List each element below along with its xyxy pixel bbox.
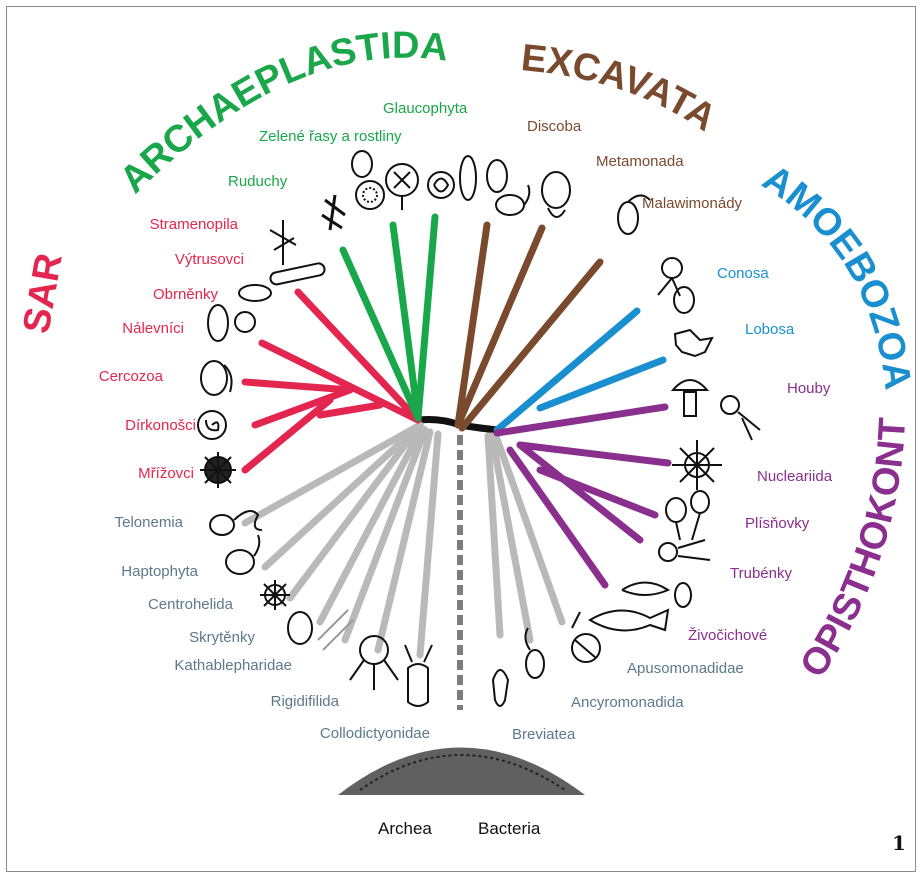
excavata-branches [454, 221, 604, 432]
organism-icon [524, 627, 545, 679]
taxon-label: Centrohelida [148, 596, 234, 613]
root-sediment [338, 747, 585, 795]
figure-number: 1 [892, 831, 906, 855]
organism-icon [657, 257, 695, 314]
taxon-label: Plísňovky [745, 515, 810, 532]
group-label-sar: SAR [16, 250, 71, 336]
organism-icon [209, 510, 263, 536]
organism-icons [197, 150, 761, 707]
taxon-label: Ruduchy [228, 173, 288, 190]
left-grey-branches [241, 421, 442, 659]
organism-icon [269, 220, 326, 286]
organism-icon [495, 184, 531, 216]
organism-icon [658, 539, 711, 562]
organism-icon [385, 163, 419, 210]
taxon-label: Collodictyonidae [320, 725, 430, 742]
organism-icon [588, 581, 692, 632]
taxon-label: Haptophyta [121, 563, 198, 580]
organism-icon [672, 440, 722, 490]
taxon-label: Nucleariida [757, 468, 833, 485]
taxon-label: Lobosa [745, 321, 795, 338]
taxon-label: Obrněnky [153, 286, 219, 303]
organism-icon [541, 171, 571, 218]
taxon-label: Kathablepharidae [174, 657, 292, 674]
amoebozoa-branches [493, 307, 667, 434]
organism-icon [200, 360, 233, 396]
base-label-bacteria: Bacteria [478, 819, 541, 838]
taxon-label: Zelené řasy a rostliny [259, 128, 402, 145]
taxon-label: Živočichové [688, 627, 767, 644]
organism-icon [491, 669, 510, 707]
taxon-label: Dírkonošci [125, 417, 196, 434]
taxon-label: Mřížovci [138, 465, 194, 482]
taxon-label: Skrytěnky [189, 629, 255, 646]
sar-branches [241, 288, 422, 474]
taxon-label: Nálevníci [122, 320, 184, 337]
organism-icon [665, 490, 710, 541]
taxon-label: Ancyromonadida [571, 694, 684, 711]
organism-icon [459, 155, 508, 201]
organism-icon [200, 452, 236, 488]
taxon-label: Discoba [527, 118, 582, 135]
organism-icon [571, 611, 601, 663]
taxon-label: Glaucophyta [383, 100, 468, 117]
organism-icon [197, 410, 227, 440]
taxon-label: Conosa [717, 265, 769, 282]
taxon-label: Cercozoa [99, 368, 164, 385]
taxon-label: Breviatea [512, 726, 576, 743]
organism-icon [349, 635, 399, 690]
organism-icon [670, 379, 761, 441]
organism-icon [427, 171, 455, 199]
organism-icon [404, 644, 433, 707]
organism-icon [317, 609, 354, 651]
organism-icon [225, 534, 261, 575]
organism-icon [207, 304, 256, 342]
organism-icon [673, 328, 714, 358]
taxon-label: Houby [787, 380, 831, 397]
organism-icon [260, 580, 290, 610]
group-label-amoebozoa: AMOEBOZOA [755, 157, 918, 392]
figure-frame [6, 6, 916, 872]
taxon-label: Apusomonadidae [627, 660, 744, 677]
organism-icon [617, 194, 651, 235]
base-label-archea: Archea [378, 819, 432, 838]
organism-icon [321, 194, 346, 231]
taxon-label: Výtrusovci [175, 251, 244, 268]
opisthokonta-branches [493, 403, 672, 589]
organism-icon [287, 611, 313, 645]
archaeplastida-branches [339, 213, 439, 422]
right-grey-branches [484, 432, 566, 644]
taxon-label: Trubénky [730, 565, 792, 582]
taxon-label: Telonemia [115, 514, 184, 531]
taxon-label: Malawimonády [642, 195, 743, 212]
taxon-label: Stramenopila [150, 216, 239, 233]
organism-icon [351, 150, 385, 210]
taxon-label: Rigidifilida [271, 693, 340, 710]
taxon-label: Metamonada [596, 153, 684, 170]
organism-icon [238, 284, 272, 302]
